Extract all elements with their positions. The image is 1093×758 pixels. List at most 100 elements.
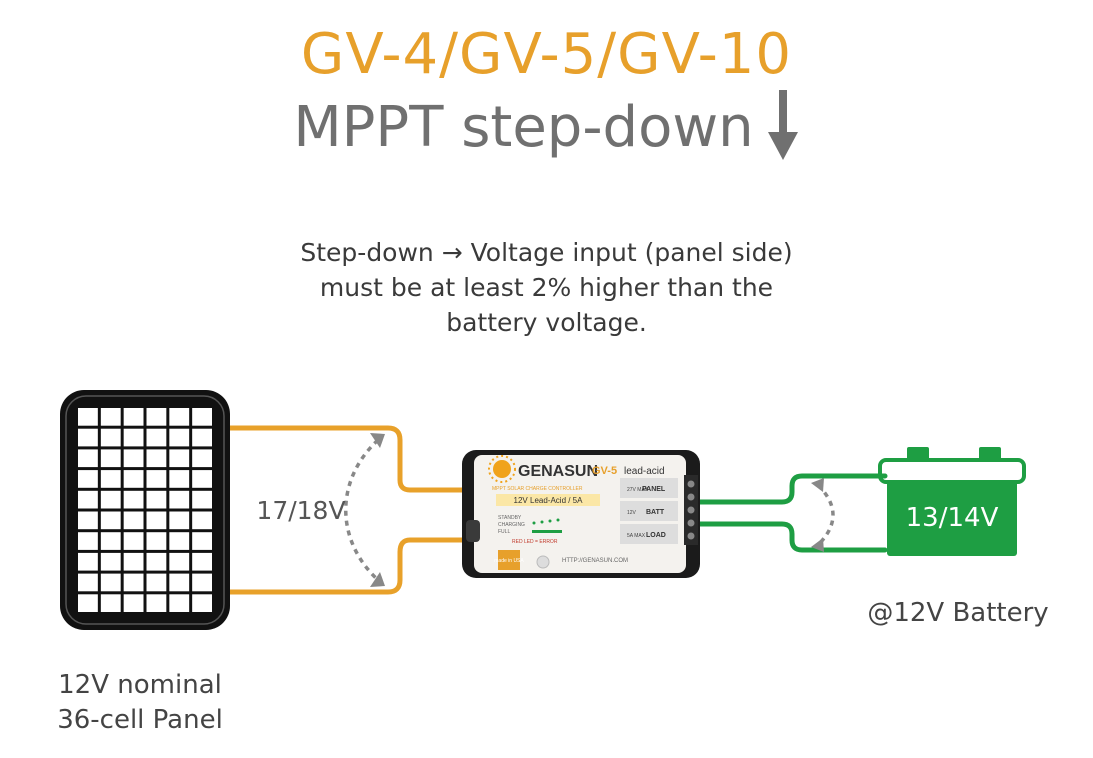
charge-controller: GENASUN GV-5 lead-acid MPPT SOLAR CHARGE…	[462, 450, 700, 578]
term-panel-label: PANEL	[642, 486, 666, 493]
brand-label: GENASUN	[518, 463, 598, 480]
title-model-line: GV-4/GV-5/GV-10	[300, 22, 793, 87]
step-down-note: Step-down → Voltage input (panel side) m…	[0, 235, 1093, 340]
panel-cell	[78, 532, 98, 550]
panel-cell	[78, 594, 98, 612]
panel-cell	[123, 490, 144, 509]
panel-cell	[100, 408, 121, 426]
panel-cell	[100, 573, 121, 592]
panel-caption: 12V nominal 36-cell Panel	[30, 668, 250, 738]
made-in-badge: made in USA	[494, 558, 524, 564]
panel-cell	[192, 428, 212, 447]
battery-wire-bottom	[697, 521, 888, 553]
panel-cell	[100, 470, 121, 488]
term-panel-side: 27V MAX	[627, 487, 649, 493]
panel-cell	[100, 594, 121, 612]
battery-wires	[697, 473, 888, 553]
panel-cell	[146, 408, 167, 426]
panel-cell	[192, 532, 212, 550]
panel-cell	[146, 490, 167, 509]
panel-cell	[146, 532, 167, 550]
term-batt-label: BATT	[646, 509, 665, 516]
panel-cell	[100, 490, 121, 509]
panel-cell	[123, 532, 144, 550]
panel-cell	[146, 470, 167, 488]
url-label: HTTP://GENASUN.COM	[562, 558, 628, 564]
controller-terminals	[684, 475, 698, 545]
panel-cell	[169, 428, 190, 447]
panel-cell	[78, 408, 98, 426]
panel-cell	[100, 428, 121, 447]
term-load-label: LOAD	[646, 532, 666, 539]
panel-cell-grid	[78, 408, 212, 612]
panel-cell	[169, 511, 190, 530]
panel-cell	[123, 428, 144, 447]
note-line-3: battery voltage.	[446, 308, 647, 337]
panel-cell	[146, 552, 167, 571]
panel-cell	[78, 490, 98, 509]
panel-voltage-label: 17/18V	[256, 496, 346, 525]
panel-cell	[123, 552, 144, 571]
panel-cell	[169, 532, 190, 550]
panel-cell	[78, 573, 98, 592]
term-batt-side: 12V	[627, 510, 637, 516]
panel-cell	[146, 428, 167, 447]
panel-cell	[78, 449, 98, 468]
panel-cell	[169, 573, 190, 592]
battery-voltage-arrow	[811, 478, 835, 552]
solar-panel	[60, 390, 230, 630]
panel-cell	[169, 449, 190, 468]
status-error: RED LED = ERROR	[512, 539, 558, 545]
status-full: FULL	[498, 529, 510, 535]
title-mode-line: MPPT step-down	[0, 90, 1093, 160]
panel-cell	[123, 511, 144, 530]
panel-cell	[192, 449, 212, 468]
note-line-2: must be at least 2% higher than the	[319, 273, 774, 302]
panel-cell	[169, 490, 190, 509]
battery-caption: @12V Battery	[867, 598, 1049, 628]
status-leds	[532, 518, 562, 533]
panel-cell	[169, 594, 190, 612]
term-load-side: 5A MAX	[627, 533, 646, 539]
panel-wire-bottom	[225, 537, 471, 595]
panel-cell	[78, 552, 98, 571]
panel-cell	[192, 511, 212, 530]
panel-caption-line-1: 12V nominal	[58, 670, 222, 700]
battery: 13/14V	[878, 447, 1026, 556]
panel-cell	[192, 470, 212, 488]
subtitle-label: MPPT SOLAR CHARGE CONTROLLER	[492, 486, 583, 492]
chemistry-label: lead-acid	[624, 466, 665, 477]
panel-cell	[192, 552, 212, 571]
panel-cell	[78, 511, 98, 530]
model-label: GV-5	[592, 465, 617, 477]
panel-wires	[225, 425, 471, 595]
panel-cell	[169, 470, 190, 488]
panel-caption-line-2: 36-cell Panel	[57, 705, 223, 735]
panel-cell	[100, 552, 121, 571]
arrow-down-icon	[766, 90, 800, 160]
panel-cell	[192, 490, 212, 509]
note-line-1: Step-down → Voltage input (panel side)	[300, 238, 793, 267]
panel-cell	[146, 511, 167, 530]
panel-cell	[123, 408, 144, 426]
sun-logo-icon	[488, 455, 516, 483]
panel-cell	[123, 470, 144, 488]
panel-cell	[146, 573, 167, 592]
panel-cell	[78, 470, 98, 488]
panel-cell	[78, 428, 98, 447]
panel-cell	[169, 408, 190, 426]
panel-voltage-arrow	[344, 433, 385, 587]
panel-cell	[169, 552, 190, 571]
panel-cell	[192, 573, 212, 592]
panel-cell	[123, 573, 144, 592]
panel-wire-top	[225, 425, 471, 493]
panel-cell	[192, 408, 212, 426]
panel-cell	[123, 449, 144, 468]
panel-cell	[192, 594, 212, 612]
title-mode-text: MPPT step-down	[293, 95, 754, 160]
status-charging: CHARGING	[498, 522, 525, 528]
status-standby: STANDBY	[498, 515, 522, 521]
battery-wire-top	[697, 473, 888, 505]
battery-voltage: 13/14V	[906, 503, 999, 533]
